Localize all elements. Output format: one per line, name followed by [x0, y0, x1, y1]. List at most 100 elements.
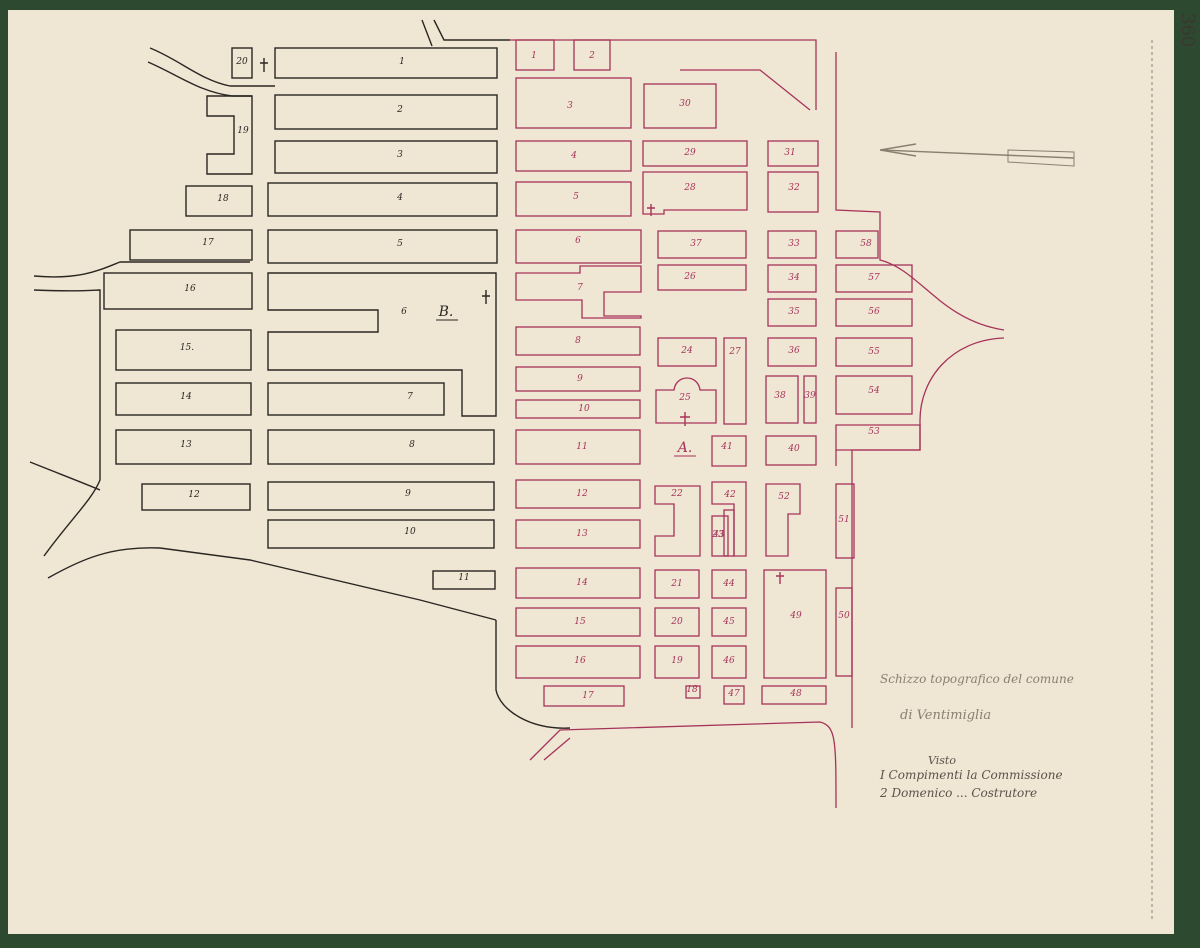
black-lot-number: 13: [180, 440, 192, 450]
red-lot-number: 3: [567, 101, 573, 111]
black-lot-number: 2: [396, 105, 403, 115]
black-lot-number: 12: [188, 490, 200, 500]
red-lot-number: 38: [774, 391, 786, 401]
red-lot: [657, 264, 747, 291]
red-lot-number: 13: [576, 529, 588, 539]
red-lot-number: 31: [784, 148, 795, 158]
red-lot: [515, 567, 641, 599]
black-lot-number: 8: [409, 440, 415, 450]
red-lot-number: 33: [788, 239, 800, 249]
red-lot: [543, 685, 625, 707]
red-lot-number: 24: [680, 346, 693, 356]
red-lot-number: 14: [576, 578, 588, 588]
red-lot: [835, 264, 913, 293]
red-lot-number: 22: [670, 489, 683, 499]
signature-line-2: 2 Domenico ... Costrutore: [880, 786, 1038, 800]
red-lot: [803, 375, 817, 424]
red-lot: [835, 424, 921, 451]
red-lot: [515, 366, 641, 392]
red-lot-number: 37: [690, 239, 702, 249]
black-lot: [274, 47, 498, 79]
red-lot: [835, 587, 853, 677]
red-lot: [655, 377, 717, 424]
red-lot-number: 36: [788, 346, 800, 356]
red-lot-number: 6: [575, 236, 581, 246]
red-lot: [765, 435, 817, 466]
red-lot-number: 48: [789, 689, 802, 699]
red-lot-number: 12: [576, 489, 588, 499]
red-lot: [767, 140, 819, 167]
red-lot: [723, 509, 735, 557]
red-lot-number: 39: [804, 391, 816, 401]
red-lot-number: 15: [574, 617, 586, 627]
red-lot-number: 30: [679, 99, 691, 109]
red-lot: [515, 607, 641, 637]
red-lot-number: 40: [787, 444, 800, 454]
red-lot-number: 23: [711, 530, 724, 540]
black-lot: [185, 185, 253, 217]
red-lot: [515, 39, 555, 71]
red-lot-number: 56: [868, 307, 880, 317]
red-lot-number: 17: [582, 691, 594, 701]
black-lot-number: 5: [397, 239, 403, 249]
red-lot: [515, 645, 641, 679]
red-lot: [654, 645, 700, 679]
red-lot: [657, 230, 747, 259]
section-a-label: A.: [676, 440, 693, 456]
black-lot-number: 3: [397, 150, 403, 160]
black-lot: [231, 47, 253, 79]
red-lot-number: 26: [683, 272, 696, 282]
black-lot-number: 18: [217, 194, 229, 204]
red-lot: [761, 685, 827, 705]
red-lot: [723, 685, 745, 705]
church-cross-icons: [260, 58, 784, 584]
red-lot-number: 55: [868, 347, 880, 357]
red-lot-number: 18: [686, 685, 698, 695]
black-lot: [274, 140, 498, 174]
red-lot-number: 27: [728, 347, 741, 357]
red-lot: [685, 685, 701, 699]
red-lot: [711, 435, 747, 467]
red-lot: [515, 77, 632, 129]
red-lot-number: 9: [577, 374, 583, 384]
red-lot: [765, 483, 801, 557]
red-lot-number: 50: [838, 611, 850, 621]
red-lot-number: 43: [712, 530, 725, 540]
red-lot-number: 42: [723, 490, 736, 500]
red-lot-number: 34: [788, 273, 800, 283]
red-lot: [763, 569, 827, 679]
red-lot-number: 57: [868, 273, 880, 283]
black-lot-number: 7: [407, 392, 413, 402]
black-lot-number: 9: [405, 489, 411, 499]
black-lot: [274, 94, 498, 130]
red-lot-number: 4: [570, 151, 577, 161]
red-lot-number: 16: [574, 656, 586, 666]
red-lot: [515, 479, 641, 509]
red-lot: [711, 607, 747, 637]
red-lot: [515, 429, 641, 465]
red-lot: [515, 399, 641, 419]
cross-icon: [647, 204, 655, 216]
red-lot: [515, 265, 642, 319]
red-lot: [767, 264, 817, 293]
red-lot: [515, 229, 642, 264]
red-lot: [711, 645, 747, 679]
black-lot: [115, 329, 252, 371]
red-lot-number: 41: [720, 442, 732, 452]
red-lot: [515, 181, 632, 217]
red-lot: [642, 171, 748, 215]
red-lot: [573, 39, 611, 71]
black-lot-number: 20: [235, 57, 248, 67]
black-lot: [129, 229, 253, 261]
black-lot-number: 11: [458, 573, 469, 583]
red-lot: [643, 83, 717, 129]
signature-line-1: I Compimenti la Commissione: [880, 768, 1063, 782]
black-lot: [115, 429, 252, 465]
red-lot-number: 8: [575, 336, 581, 346]
red-lot-number: 47: [727, 689, 740, 699]
red-lot: [654, 485, 701, 557]
red-lot-number: 2: [588, 51, 595, 61]
map-title-line2: di Ventimiglia: [900, 708, 992, 723]
